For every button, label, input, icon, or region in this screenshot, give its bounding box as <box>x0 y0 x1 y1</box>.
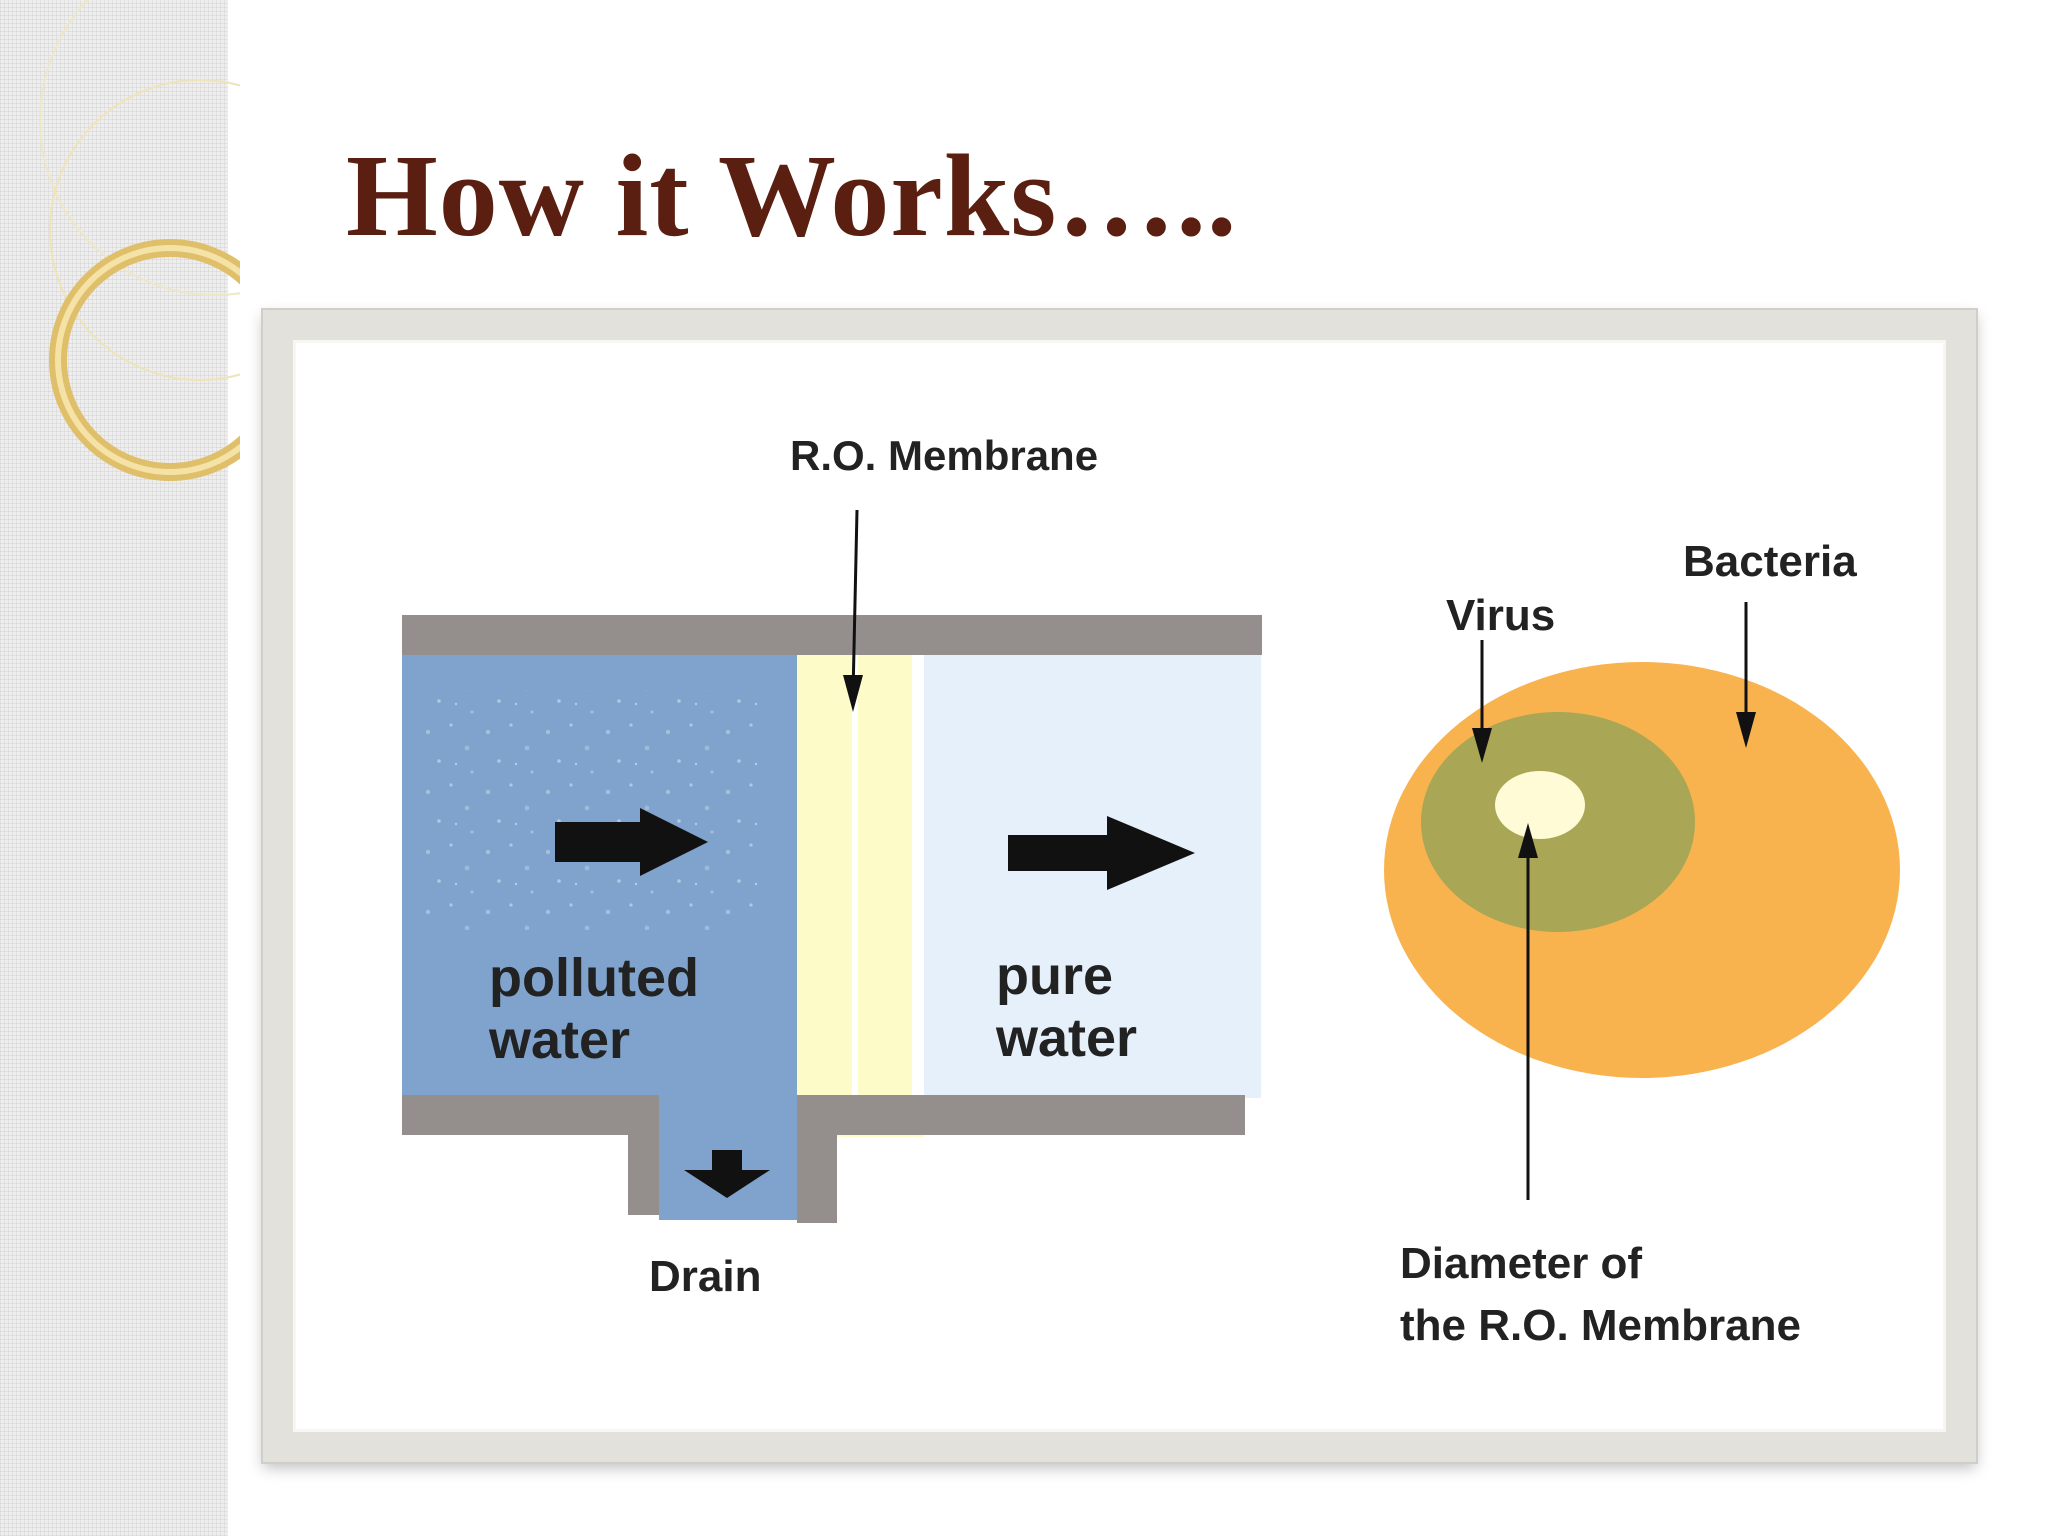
polluted-water-label-line1: polluted <box>489 948 699 1008</box>
membrane-right-edge <box>912 655 924 1098</box>
virus-label: Virus <box>1446 591 1555 640</box>
polluted-flow-arrow-icon <box>555 808 708 876</box>
membrane-pointer-arrowhead-icon <box>843 675 863 712</box>
drain-arrow-icon <box>684 1150 770 1198</box>
membrane-pointer-line <box>851 509 859 696</box>
slide-title: How it Works….. <box>346 130 1238 261</box>
pure-water-chamber <box>924 655 1261 1098</box>
gold-ring-highlight <box>55 245 240 475</box>
polluted-water-particles <box>420 690 760 930</box>
thin-ring-inner <box>49 79 240 381</box>
bottom-wall-left <box>402 1095 659 1135</box>
decorative-rings <box>39 0 240 481</box>
pure-water-label-line2: water <box>995 1008 1137 1068</box>
pure-water-label-line1: pure <box>996 946 1113 1006</box>
diameter-label-line2: the R.O. Membrane <box>1400 1301 1801 1350</box>
diameter-pointer-arrowhead-icon <box>1518 823 1538 858</box>
membrane-layer <box>797 655 924 1137</box>
thin-ring-outer <box>39 0 240 296</box>
pure-flow-arrow-icon <box>1008 816 1195 890</box>
polluted-water-label-line2: water <box>488 1010 630 1070</box>
virus-pointer-arrowhead-icon <box>1472 728 1492 763</box>
drain-label: Drain <box>649 1252 761 1301</box>
bacteria-pointer-arrowhead-icon <box>1736 712 1756 748</box>
bottom-wall-right <box>797 1095 1245 1135</box>
drain-wall-left <box>628 1095 659 1215</box>
membrane-center-line <box>852 655 858 1098</box>
bacteria-label: Bacteria <box>1683 537 1857 586</box>
diameter-label-line1: Diameter of <box>1400 1239 1642 1288</box>
membrane-pore <box>1495 771 1585 839</box>
top-wall <box>402 615 1262 655</box>
membrane-label: R.O. Membrane <box>790 432 1098 479</box>
